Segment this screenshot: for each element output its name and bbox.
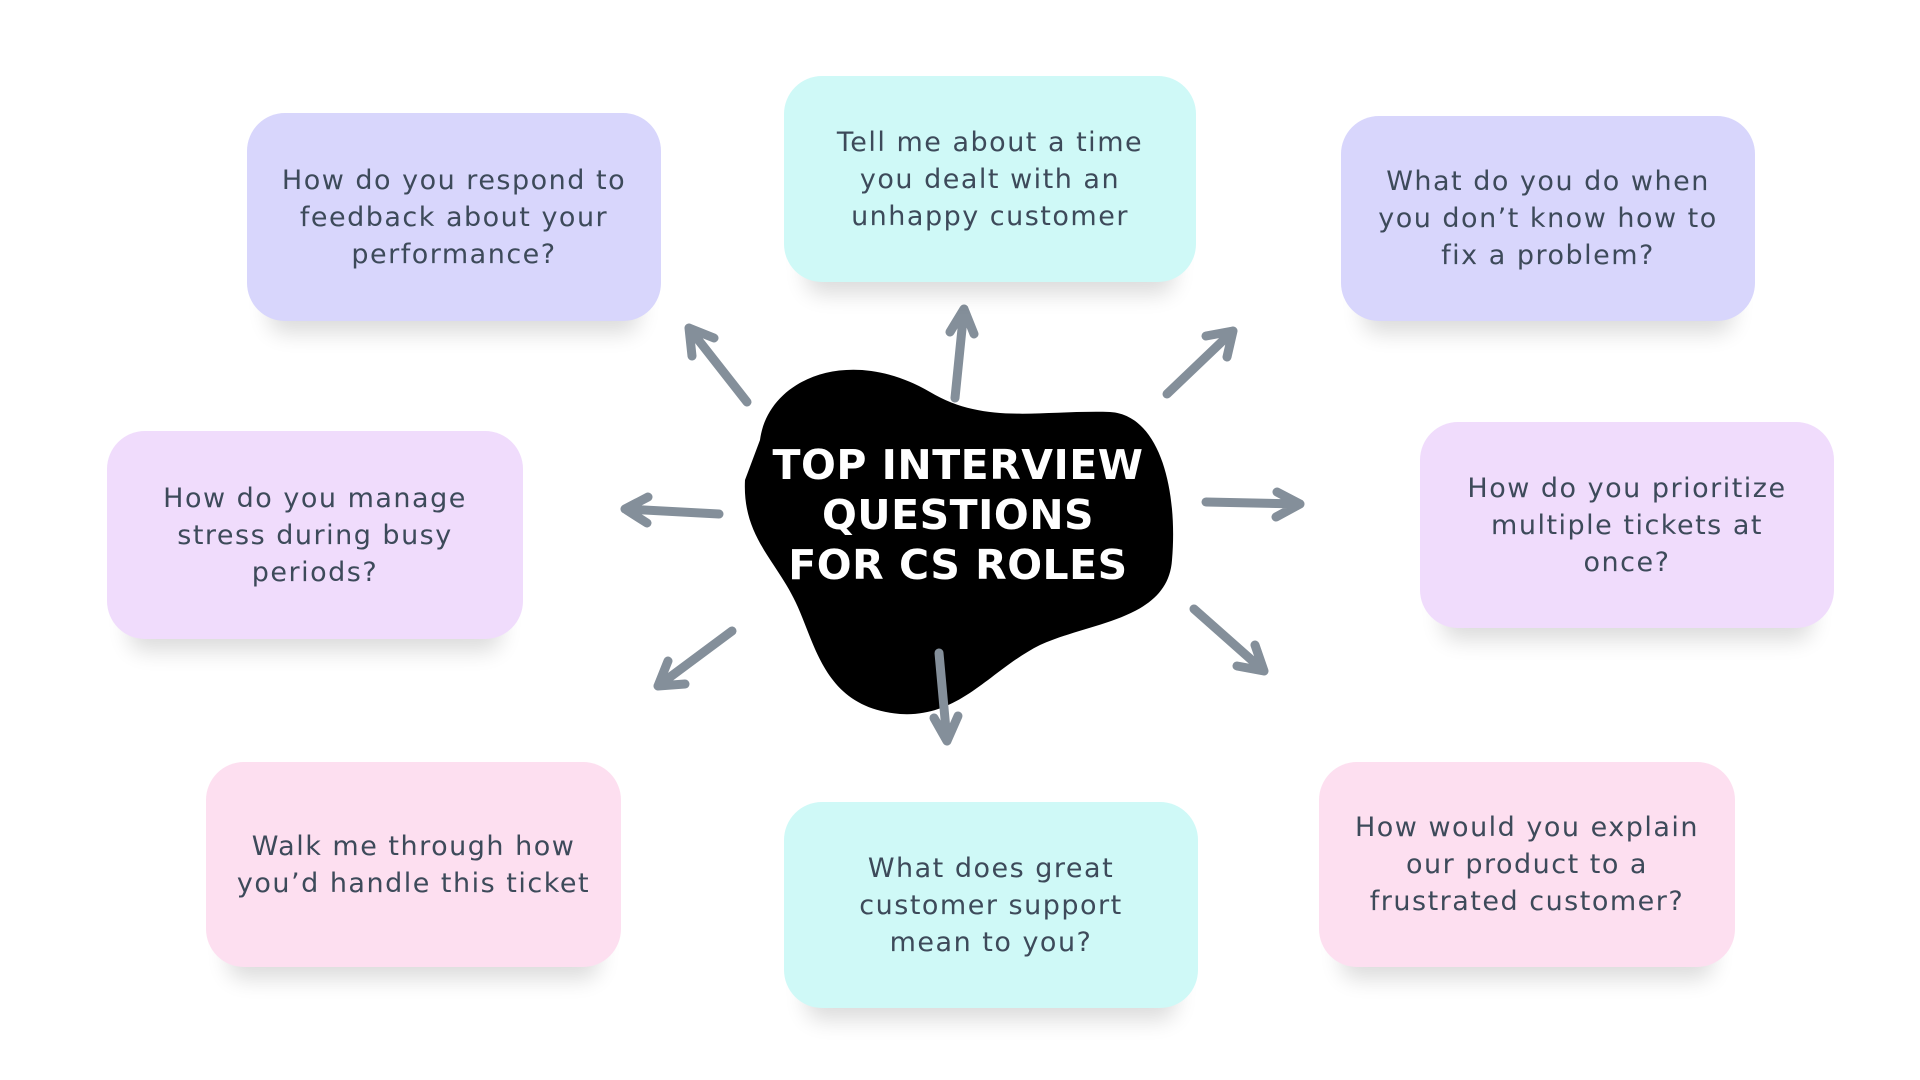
arrow-right-icon: [1201, 487, 1305, 522]
question-text: How would you explain our product to a f…: [1354, 812, 1700, 917]
diagram-title: TOP INTERVIEW QUESTIONS FOR CS ROLES: [743, 440, 1173, 590]
question-text: How do you manage stress during busy per…: [163, 482, 467, 588]
question-text: Walk me through how you’d handle this ti…: [236, 830, 591, 899]
arrow-down-right-icon: [1189, 604, 1269, 676]
question-text: Tell me about a time you dealt with an u…: [836, 126, 1144, 232]
title-line: QUESTIONS: [821, 491, 1095, 539]
question-card-explain-product: How would you explain our product to a f…: [1319, 762, 1735, 967]
arrow-left-icon: [620, 492, 724, 528]
title-line: FOR CS ROLES: [788, 541, 1128, 589]
question-card-handle-ticket: Walk me through how you’d handle this ti…: [206, 762, 621, 967]
arrow-up-icon: [945, 304, 979, 403]
arrow-up-left-icon: [684, 323, 752, 407]
question-card-prioritize: How do you prioritize multiple tickets a…: [1420, 422, 1834, 628]
question-card-great-support: What does great customer support mean to…: [784, 802, 1198, 1008]
question-card-unknown-problem: What do you do when you don’t know how t…: [1341, 116, 1755, 321]
arrow-down-left-icon: [653, 626, 737, 691]
question-text: What does great customer support mean to…: [859, 852, 1123, 958]
title-line: TOP INTERVIEW: [772, 441, 1144, 489]
title-blob: [744, 369, 1174, 715]
question-text: How do you respond to feedback about you…: [281, 164, 627, 270]
question-text: How do you prioritize multiple tickets a…: [1467, 472, 1787, 578]
question-card-unhappy-customer: Tell me about a time you dealt with an u…: [784, 76, 1196, 282]
arrow-up-right-icon: [1162, 326, 1238, 399]
question-card-feedback: How do you respond to feedback about you…: [247, 113, 661, 321]
arrow-down-icon: [929, 648, 963, 746]
question-text: What do you do when you don’t know how t…: [1378, 166, 1718, 271]
question-card-stress: How do you manage stress during busy per…: [107, 431, 523, 639]
